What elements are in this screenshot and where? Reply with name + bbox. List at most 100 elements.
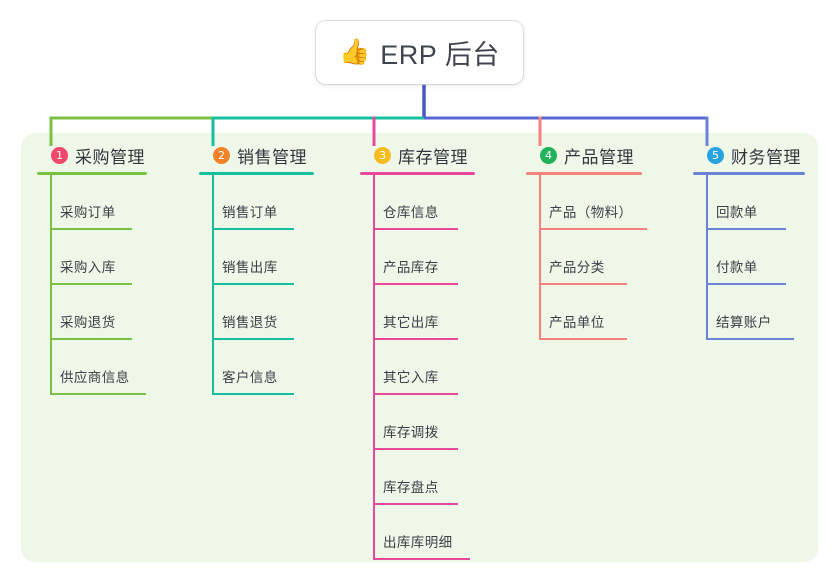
branch-3: 3 库存管理仓库信息产品库存其它出库其它入库库存调拨库存盘点出库库明细 xyxy=(360,142,507,560)
leaf-item[interactable]: 仓库信息 xyxy=(360,175,507,230)
leaf-item-label: 产品分类 xyxy=(549,260,605,275)
leaf-item-label: 产品库存 xyxy=(383,260,439,275)
leaf-item[interactable]: 其它出库 xyxy=(360,285,507,340)
leaf-item-underline xyxy=(50,338,132,340)
leaf-item[interactable]: 回款单 xyxy=(693,175,821,230)
root-node[interactable]: 👍 ERP 后台 xyxy=(316,21,523,84)
leaf-item-label: 客户信息 xyxy=(222,370,278,385)
branch-header-5[interactable]: 5 财务管理 xyxy=(693,142,821,168)
leaf-item[interactable]: 产品单位 xyxy=(526,285,673,340)
branch-items-4: 产品（物料） 产品分类产品单位 xyxy=(526,175,673,340)
branch-4: 4 产品管理产品（物料） 产品分类产品单位 xyxy=(526,142,673,340)
branch-title-1: 采购管理 xyxy=(75,147,145,167)
leaf-item[interactable]: 产品库存 xyxy=(360,230,507,285)
leaf-item-underline xyxy=(50,393,146,395)
branch-underline-2 xyxy=(199,172,314,175)
leaf-item-label: 销售退货 xyxy=(222,315,278,330)
leaf-item-label: 采购订单 xyxy=(60,205,116,220)
leaf-item-underline xyxy=(212,338,294,340)
branch-spine-2 xyxy=(212,175,214,395)
leaf-item[interactable]: 付款单 xyxy=(693,230,821,285)
leaf-item-label: 采购入库 xyxy=(60,260,116,275)
leaf-item-label: 回款单 xyxy=(716,205,758,220)
branch-header-2[interactable]: 2 销售管理 xyxy=(199,142,346,168)
leaf-item-label: 销售出库 xyxy=(222,260,278,275)
branch-underline-4 xyxy=(526,172,642,175)
branch-header-1[interactable]: 1 采购管理 xyxy=(37,142,184,168)
branch-5: 5 财务管理回款单付款单结算账户 xyxy=(693,142,821,340)
branch-title-3: 库存管理 xyxy=(398,147,468,167)
thumbs-up-icon: 👍 xyxy=(339,38,371,66)
leaf-item-label: 采购退货 xyxy=(60,315,116,330)
branch-header-3[interactable]: 3 库存管理 xyxy=(360,142,507,168)
leaf-item-label: 出库库明细 xyxy=(383,535,453,550)
leaf-item-label: 库存调拨 xyxy=(383,425,439,440)
leaf-item-underline xyxy=(212,228,294,230)
leaf-item-underline xyxy=(706,338,794,340)
leaf-item[interactable]: 采购订单 xyxy=(37,175,184,230)
leaf-item[interactable]: 出库库明细 xyxy=(360,505,507,560)
branch-title-5: 财务管理 xyxy=(731,147,801,167)
leaf-item-underline xyxy=(373,228,458,230)
leaf-item[interactable]: 客户信息 xyxy=(199,340,346,395)
root-node-title: ERP 后台 xyxy=(380,40,500,70)
branch-badge-3: 3 xyxy=(374,146,391,164)
leaf-item-label: 付款单 xyxy=(716,260,758,275)
leaf-item-underline xyxy=(373,393,458,395)
branch-spine-5 xyxy=(706,175,708,340)
branch-badge-1: 1 xyxy=(51,146,68,164)
branch-items-2: 销售订单销售出库销售退货客户信息 xyxy=(199,175,346,395)
branch-title-4: 产品管理 xyxy=(564,147,634,167)
leaf-item-underline xyxy=(212,393,294,395)
leaf-item-label: 产品单位 xyxy=(549,315,605,330)
leaf-item-label: 销售订单 xyxy=(222,205,278,220)
leaf-item[interactable]: 销售出库 xyxy=(199,230,346,285)
branch-spine-3 xyxy=(373,175,375,560)
leaf-item-underline xyxy=(373,503,458,505)
diagram-background-panel xyxy=(21,133,818,562)
leaf-item[interactable]: 销售订单 xyxy=(199,175,346,230)
leaf-item-underline xyxy=(373,283,458,285)
leaf-item[interactable]: 库存盘点 xyxy=(360,450,507,505)
leaf-item[interactable]: 销售退货 xyxy=(199,285,346,340)
leaf-item-underline xyxy=(50,283,132,285)
leaf-item-label: 仓库信息 xyxy=(383,205,439,220)
leaf-item-underline xyxy=(373,448,458,450)
branch-spine-1 xyxy=(50,175,52,395)
branch-header-4[interactable]: 4 产品管理 xyxy=(526,142,673,168)
leaf-item-underline xyxy=(373,338,458,340)
leaf-item-label: 供应商信息 xyxy=(60,370,130,385)
branch-items-1: 采购订单采购入库采购退货供应商信息 xyxy=(37,175,184,395)
leaf-item-underline xyxy=(539,338,627,340)
branch-1: 1 采购管理采购订单采购入库采购退货供应商信息 xyxy=(37,142,184,395)
leaf-item-underline xyxy=(539,283,627,285)
leaf-item[interactable]: 库存调拨 xyxy=(360,395,507,450)
leaf-item-label: 产品（物料） xyxy=(549,205,633,220)
branch-2: 2 销售管理销售订单销售出库销售退货客户信息 xyxy=(199,142,346,395)
branch-badge-2: 2 xyxy=(213,146,230,164)
branch-underline-1 xyxy=(37,172,147,175)
leaf-item[interactable]: 采购退货 xyxy=(37,285,184,340)
leaf-item[interactable]: 结算账户 xyxy=(693,285,821,340)
leaf-item-underline xyxy=(539,228,647,230)
leaf-item-underline xyxy=(706,283,786,285)
leaf-item-underline xyxy=(373,558,470,560)
branch-badge-5: 5 xyxy=(707,146,724,164)
leaf-item-label: 库存盘点 xyxy=(383,480,439,495)
leaf-item-underline xyxy=(50,228,132,230)
leaf-item[interactable]: 产品（物料） xyxy=(526,175,673,230)
branch-items-3: 仓库信息产品库存其它出库其它入库库存调拨库存盘点出库库明细 xyxy=(360,175,507,560)
leaf-item-label: 结算账户 xyxy=(716,315,772,330)
leaf-item[interactable]: 采购入库 xyxy=(37,230,184,285)
branch-badge-4: 4 xyxy=(540,146,557,164)
leaf-item[interactable]: 其它入库 xyxy=(360,340,507,395)
leaf-item-label: 其它入库 xyxy=(383,370,439,385)
leaf-item[interactable]: 产品分类 xyxy=(526,230,673,285)
branch-underline-5 xyxy=(693,172,805,175)
leaf-item-underline xyxy=(706,228,786,230)
branch-title-2: 销售管理 xyxy=(237,147,307,167)
branch-items-5: 回款单付款单结算账户 xyxy=(693,175,821,340)
leaf-item[interactable]: 供应商信息 xyxy=(37,340,184,395)
branch-underline-3 xyxy=(360,172,475,175)
